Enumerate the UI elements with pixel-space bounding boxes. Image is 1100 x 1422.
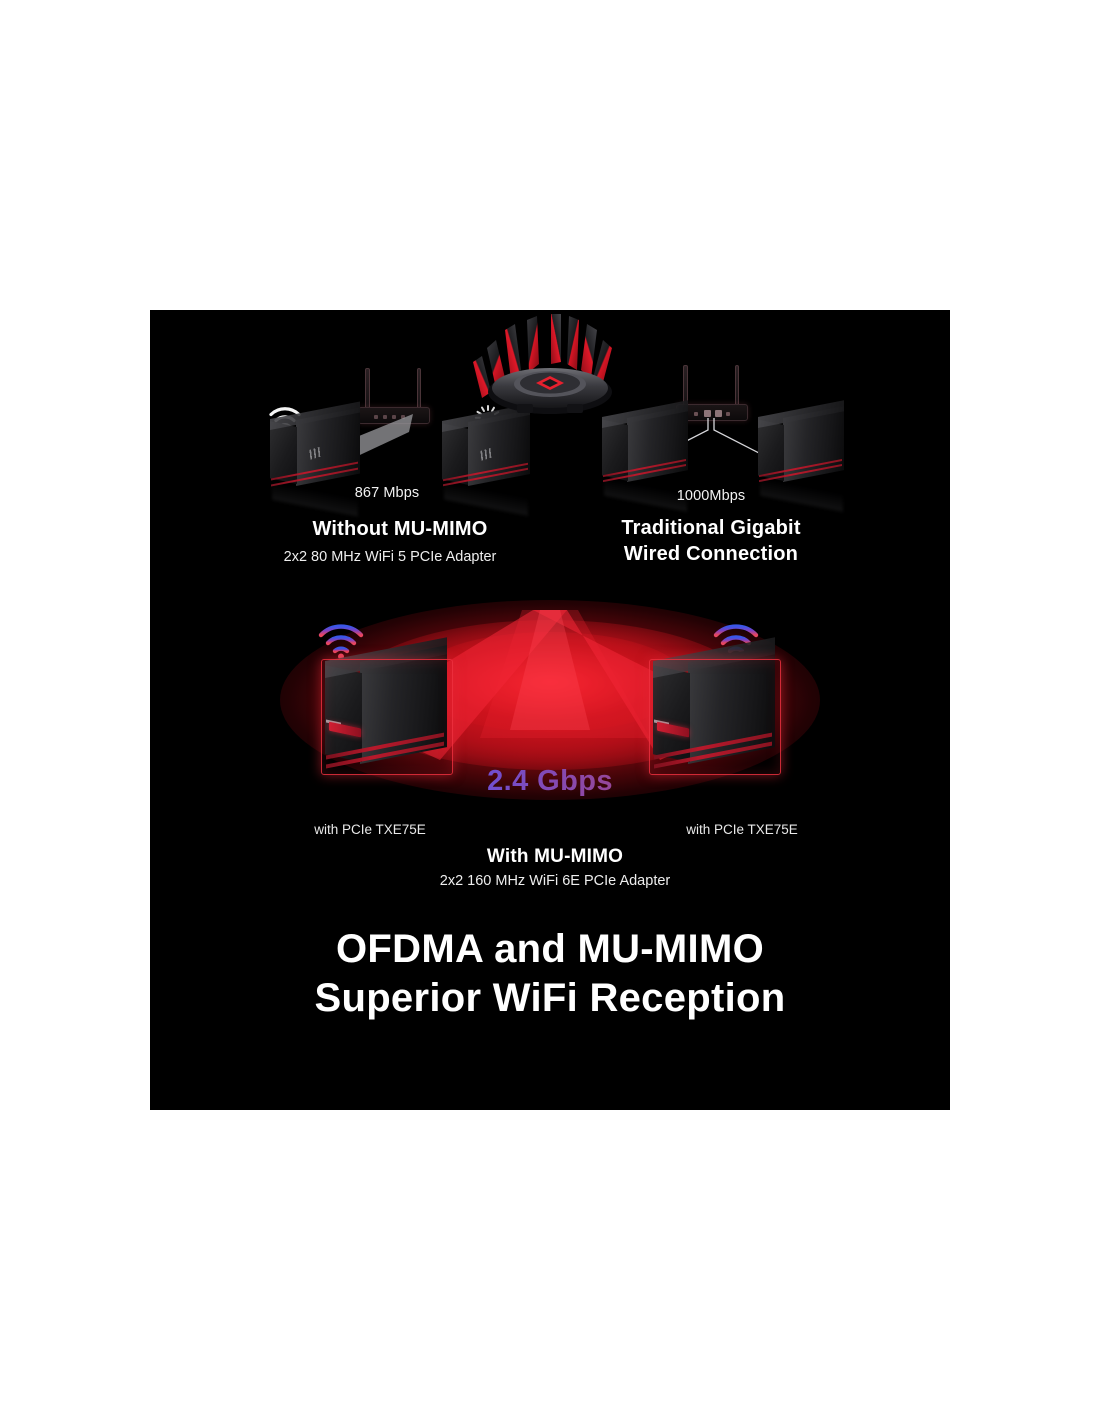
loading-spinner-icon: [472, 402, 504, 434]
router-led: [374, 415, 378, 419]
router-led: [401, 415, 405, 419]
router-port: [715, 410, 722, 417]
router-port: [694, 412, 698, 416]
wired-title-line2: Wired Connection: [623, 543, 799, 565]
router-antenna-right: [734, 365, 739, 407]
wired-speed: 1000Mbps: [676, 488, 746, 504]
gigabit-router-icon: [668, 365, 754, 421]
wired-title-line1: Traditional Gigabit: [621, 517, 801, 539]
pc-reflection: [443, 481, 529, 516]
wifi-gradient-icon: [318, 624, 364, 660]
mumimo-subtitle: 2x2 160 MHz WiFi 6E PCIe Adapter: [439, 873, 671, 889]
pc-tower-mumimo-right: [649, 637, 781, 776]
headline: OFDMA and MU-MIMO Superior WiFi Receptio…: [150, 925, 950, 1023]
left-pc-adapter-label: with PCIe TXE75E: [314, 822, 426, 837]
gaming-router-icon: [465, 312, 635, 422]
pc-tower-left: [270, 401, 360, 517]
pc-reflection: [603, 477, 687, 512]
pc-tower-wired-left: [602, 400, 688, 512]
mumimo-speed: 2.4 Gbps: [150, 765, 950, 798]
router-port: [726, 412, 730, 416]
pc-tower-wired-right: [758, 400, 844, 512]
without-mumimo-title: Without MU-MIMO: [312, 518, 488, 540]
without-mumimo-subtitle: 2x2 80 MHz WiFi 5 PCIe Adapter: [283, 549, 497, 565]
pc-front-panel: [325, 665, 362, 762]
router-port: [704, 410, 711, 417]
pc-reflection: [271, 481, 359, 517]
promo-panel: 867 Mbps Without MU-MIMO 2x2 80 MHz WiFi…: [150, 310, 950, 1110]
mumimo-title: With MU-MIMO: [486, 846, 624, 867]
pc-tower-right: [442, 404, 530, 516]
basic-router-icon: [350, 368, 436, 424]
pc-front-panel: [653, 665, 690, 762]
pc-tower-mumimo-left: [321, 637, 453, 776]
router-led: [383, 415, 387, 419]
right-pc-adapter-label: with PCIe TXE75E: [686, 822, 798, 837]
without-mumimo-speed: 867 Mbps: [354, 485, 420, 501]
headline-line2: Superior WiFi Reception: [314, 975, 786, 1020]
pc-reflection: [759, 477, 843, 512]
router-antenna-left: [365, 368, 370, 410]
router-led: [392, 415, 396, 419]
headline-line1: OFDMA and MU-MIMO: [336, 927, 764, 971]
router-antenna-right: [416, 368, 421, 410]
